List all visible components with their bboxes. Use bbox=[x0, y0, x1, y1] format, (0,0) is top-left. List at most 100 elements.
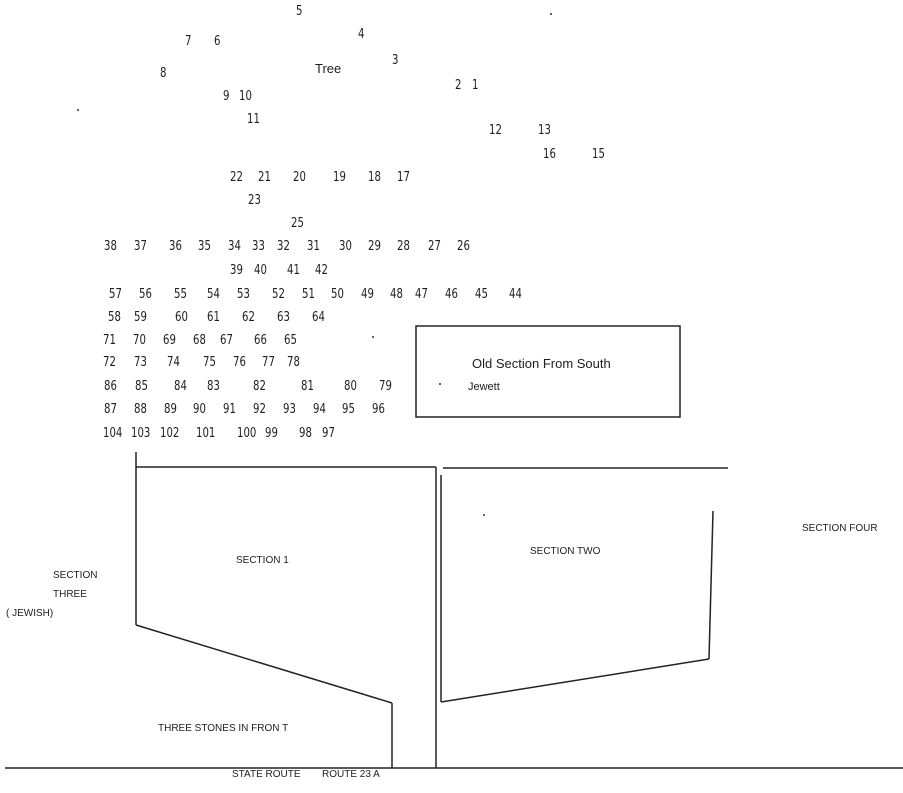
plot-number: 34 bbox=[228, 239, 241, 254]
plot-number: 20 bbox=[293, 170, 306, 185]
section-two-label: SECTION TWO bbox=[530, 546, 601, 557]
plot-number: 2 bbox=[455, 78, 462, 93]
plot-number: 80 bbox=[344, 379, 357, 394]
plot-number: 65 bbox=[284, 333, 297, 348]
plot-number: 17 bbox=[397, 170, 410, 185]
plot-number: 59 bbox=[134, 310, 147, 325]
plot-number: 85 bbox=[135, 379, 148, 394]
plot-number: 21 bbox=[258, 170, 271, 185]
plot-number: 70 bbox=[133, 333, 146, 348]
plot-number: 55 bbox=[174, 287, 187, 302]
plot-number: 46 bbox=[445, 287, 458, 302]
plot-number: 104 bbox=[103, 426, 123, 441]
stray-dot bbox=[439, 383, 441, 385]
plot-number: 6 bbox=[214, 34, 221, 49]
plot-number: 35 bbox=[198, 239, 211, 254]
plot-number: 51 bbox=[302, 287, 315, 302]
plot-number: 23 bbox=[248, 193, 261, 208]
plot-number: 41 bbox=[287, 263, 300, 278]
plot-number: 62 bbox=[242, 310, 255, 325]
plot-number: 31 bbox=[307, 239, 320, 254]
plot-number: 18 bbox=[368, 170, 381, 185]
plot-number: 75 bbox=[203, 355, 216, 370]
plot-number: 13 bbox=[538, 123, 551, 138]
plot-number: 52 bbox=[272, 287, 285, 302]
section-four-label: SECTION FOUR bbox=[802, 523, 878, 534]
plot-number: 58 bbox=[108, 310, 121, 325]
plot-number: 48 bbox=[390, 287, 403, 302]
plot-number: 30 bbox=[339, 239, 352, 254]
plot-number: 37 bbox=[134, 239, 147, 254]
plot-number: 11 bbox=[247, 112, 260, 127]
section-one-label: SECTION 1 bbox=[236, 555, 289, 566]
plot-number: 63 bbox=[277, 310, 290, 325]
plot-number: 79 bbox=[379, 379, 392, 394]
plot-number: 44 bbox=[509, 287, 522, 302]
plot-number: 89 bbox=[164, 402, 177, 417]
plot-number: 12 bbox=[489, 123, 502, 138]
plot-number: 66 bbox=[254, 333, 267, 348]
plot-number: 101 bbox=[196, 426, 216, 441]
plot-number: 56 bbox=[139, 287, 152, 302]
plot-number: 1 bbox=[472, 78, 479, 93]
plot-number: 84 bbox=[174, 379, 187, 394]
plot-number: 93 bbox=[283, 402, 296, 417]
road-label-state-route: STATE ROUTE bbox=[232, 769, 301, 780]
plot-number: 67 bbox=[220, 333, 233, 348]
plot-number: 99 bbox=[265, 426, 278, 441]
plot-number: 96 bbox=[372, 402, 385, 417]
plot-number: 100 bbox=[237, 426, 257, 441]
plot-number: 86 bbox=[104, 379, 117, 394]
plot-number: 36 bbox=[169, 239, 182, 254]
plot-number: 74 bbox=[167, 355, 180, 370]
plot-number: 102 bbox=[160, 426, 180, 441]
plot-number: 53 bbox=[237, 287, 250, 302]
three-stones-label: THREE STONES IN FRON T bbox=[158, 723, 289, 734]
plot-number: 77 bbox=[262, 355, 275, 370]
plot-number: 54 bbox=[207, 287, 220, 302]
plot-number: 16 bbox=[543, 147, 556, 162]
tree-label: Tree bbox=[315, 61, 342, 76]
plot-number: 98 bbox=[299, 426, 312, 441]
section-one-diagonal-boundary bbox=[135, 624, 393, 704]
plot-number: 32 bbox=[277, 239, 290, 254]
plot-number: 57 bbox=[109, 287, 122, 302]
plot-number: 42 bbox=[315, 263, 328, 278]
plot-number: 8 bbox=[160, 66, 167, 81]
plot-number: 40 bbox=[254, 263, 267, 278]
plot-number: 61 bbox=[207, 310, 220, 325]
section-three-label-line1: SECTION bbox=[53, 570, 98, 581]
plot-number: 49 bbox=[361, 287, 374, 302]
plot-number: 45 bbox=[475, 287, 488, 302]
plot-number: 33 bbox=[252, 239, 265, 254]
plot-number: 94 bbox=[313, 402, 326, 417]
plot-number: 4 bbox=[358, 27, 365, 42]
old-section-box bbox=[415, 325, 681, 418]
plot-number: 82 bbox=[253, 379, 266, 394]
plot-number: 10 bbox=[239, 89, 252, 104]
stray-dot bbox=[550, 13, 552, 15]
plot-number: 29 bbox=[368, 239, 381, 254]
section-two-right-boundary bbox=[708, 510, 714, 660]
plot-number: 72 bbox=[103, 355, 116, 370]
plot-number: 7 bbox=[185, 34, 192, 49]
plot-number: 81 bbox=[301, 379, 314, 394]
plot-number: 73 bbox=[134, 355, 147, 370]
plot-number: 15 bbox=[592, 147, 605, 162]
plot-number: 90 bbox=[193, 402, 206, 417]
old-section-name: Jewett bbox=[468, 381, 500, 393]
plot-number: 103 bbox=[131, 426, 151, 441]
plot-number: 88 bbox=[134, 402, 147, 417]
plot-number: 69 bbox=[163, 333, 176, 348]
stray-dot bbox=[372, 336, 374, 338]
plot-number: 39 bbox=[230, 263, 243, 278]
plot-number: 3 bbox=[392, 53, 399, 68]
plot-number: 97 bbox=[322, 426, 335, 441]
plot-number: 91 bbox=[223, 402, 236, 417]
old-section-title: Old Section From South bbox=[472, 356, 611, 371]
plot-number: 78 bbox=[287, 355, 300, 370]
plot-number: 26 bbox=[457, 239, 470, 254]
plot-number: 25 bbox=[291, 216, 304, 231]
